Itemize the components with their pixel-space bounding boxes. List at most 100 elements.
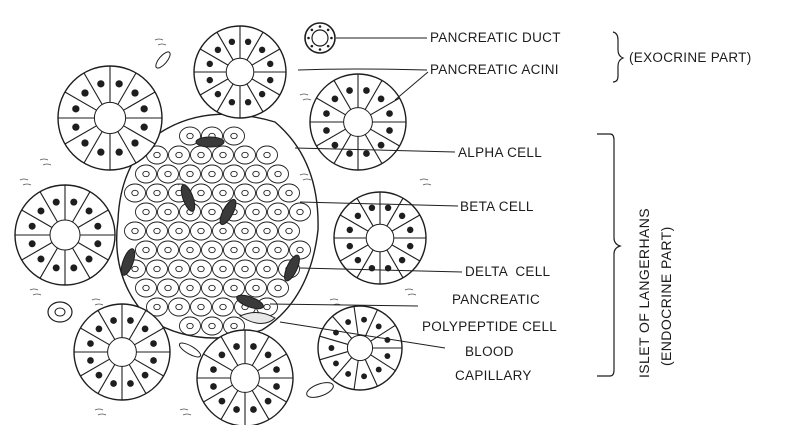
acinar-nucleus xyxy=(378,96,385,103)
pancreatic-acinus xyxy=(58,66,162,170)
braces xyxy=(597,32,623,376)
islet-cell xyxy=(257,146,278,164)
acinar-nucleus xyxy=(369,205,375,211)
acinus-lumen xyxy=(50,220,80,250)
acinar-nucleus xyxy=(70,264,77,271)
islet-cell xyxy=(136,165,157,183)
leader-pp-cell xyxy=(270,304,418,306)
islet-cell xyxy=(257,184,278,202)
islet-cell xyxy=(213,260,234,278)
islet-cell xyxy=(180,165,201,183)
acinar-nucleus xyxy=(361,373,367,379)
acinar-nucleus xyxy=(72,105,79,112)
pancreatic-acinus xyxy=(318,306,402,390)
acinar-nucleus xyxy=(81,89,88,96)
acinus-lumen xyxy=(344,108,373,137)
acinar-nucleus xyxy=(265,398,272,405)
label-islet-of-langerhans: ISLET OF LANGERHANS xyxy=(636,208,652,378)
acinar-nucleus xyxy=(96,326,103,333)
dark-endocrine-cell xyxy=(196,137,224,147)
islet-cell xyxy=(147,222,168,240)
acinar-nucleus xyxy=(233,406,240,413)
islet-cell xyxy=(224,241,245,259)
acinar-nucleus xyxy=(29,223,36,230)
label-blood-line2: CAPILLARY xyxy=(455,368,532,383)
islet-cell xyxy=(158,165,179,183)
acinar-nucleus xyxy=(384,337,390,343)
acinar-nucleus xyxy=(81,139,88,146)
acinus-lumen xyxy=(231,364,260,393)
acinar-nucleus xyxy=(333,361,339,367)
acinar-nucleus xyxy=(87,340,94,347)
acinar-nucleus xyxy=(219,398,226,405)
leader-acini-2 xyxy=(395,72,428,100)
islet-cell xyxy=(246,241,267,259)
stroma-mark xyxy=(300,94,311,100)
acinar-nucleus xyxy=(250,343,257,350)
acinar-nucleus xyxy=(87,357,94,364)
acinar-nucleus xyxy=(37,207,44,214)
stroma-mark xyxy=(92,299,103,305)
acinar-nucleus xyxy=(361,317,367,323)
acinar-nucleus xyxy=(347,243,353,249)
label-alpha-cell: ALPHA CELL xyxy=(458,145,542,160)
acinar-nucleus xyxy=(229,99,235,105)
acinar-nucleus xyxy=(210,383,217,390)
islet-cell xyxy=(136,241,157,259)
acinar-nucleus xyxy=(376,323,382,329)
acinar-nucleus xyxy=(86,256,93,263)
acinar-nucleus xyxy=(94,240,101,247)
islet-cell xyxy=(202,203,223,221)
label-beta-cell: BETA CELL xyxy=(460,199,534,214)
islet-cell xyxy=(202,317,223,335)
acinar-nucleus xyxy=(210,366,217,373)
islet-cell xyxy=(279,184,300,202)
islet-cell xyxy=(235,260,256,278)
stroma-mark xyxy=(330,299,341,305)
islet-cell xyxy=(235,146,256,164)
acinar-nucleus xyxy=(346,150,353,157)
islet-cell xyxy=(235,222,256,240)
acinar-nucleus xyxy=(29,240,36,247)
islet-cell xyxy=(224,127,245,145)
acinar-nucleus xyxy=(141,105,148,112)
acinar-nucleus xyxy=(259,91,265,97)
exocrine-brace xyxy=(613,32,623,82)
acinar-nucleus xyxy=(219,352,226,359)
label-pancreatic-duct: PANCREATIC DUCT xyxy=(430,30,561,45)
islet-cell xyxy=(147,260,168,278)
acinar-nucleus xyxy=(369,265,375,271)
stroma-mark xyxy=(30,289,41,295)
islet-cell xyxy=(191,298,212,316)
acinar-nucleus xyxy=(142,372,149,379)
acinar-nucleus xyxy=(345,319,351,325)
acinar-nucleus xyxy=(70,199,77,206)
duct-cell-nucleus xyxy=(311,45,314,48)
acinar-nucleus xyxy=(273,366,280,373)
connective-tissue-cell xyxy=(178,341,203,360)
acinar-nucleus xyxy=(141,124,148,131)
label-blood-line1: BLOOD xyxy=(465,344,514,359)
label-endocrine-part: (ENDOCRINE PART) xyxy=(658,226,674,366)
duct-lumen xyxy=(312,30,328,46)
stroma-mark xyxy=(40,159,51,165)
acinar-nucleus xyxy=(363,87,370,94)
acinar-nucleus xyxy=(142,326,149,333)
acinar-nucleus xyxy=(127,380,134,387)
acinar-nucleus xyxy=(363,150,370,157)
islet-cell xyxy=(202,279,223,297)
acinar-nucleus xyxy=(384,353,390,359)
duct-cell-nucleus xyxy=(319,48,322,51)
acinar-nucleus xyxy=(323,127,330,134)
acinar-nucleus xyxy=(215,91,221,97)
acinar-nucleus xyxy=(53,199,60,206)
islet-cell xyxy=(235,184,256,202)
acinar-nucleus xyxy=(110,317,117,324)
acinar-nucleus xyxy=(53,264,60,271)
islet-cell xyxy=(213,298,234,316)
islet-cell xyxy=(246,279,267,297)
pancreatic-acinus xyxy=(74,304,170,400)
leader-acini-1 xyxy=(298,69,427,70)
islet-cell xyxy=(136,203,157,221)
acinar-nucleus xyxy=(386,127,393,134)
